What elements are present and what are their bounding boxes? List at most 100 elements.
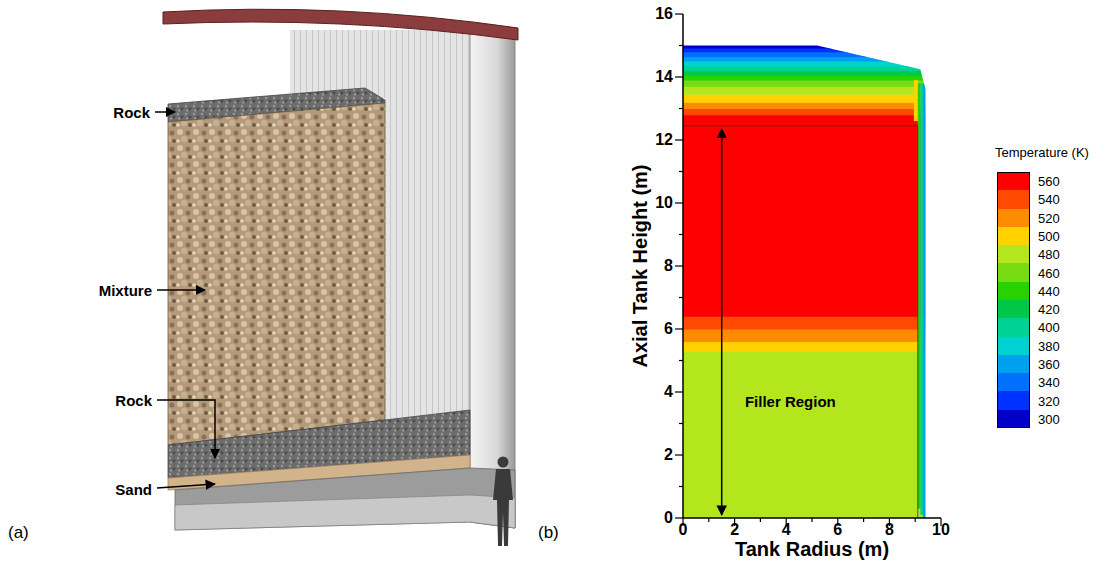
axis-tick: 6: [833, 522, 842, 538]
axis-tick: 8: [885, 522, 894, 538]
illustration-part: [155, 111, 175, 113]
contour-band: [683, 115, 926, 317]
legend-value: 300: [1038, 412, 1060, 425]
illustration-part: [175, 468, 515, 530]
filler-arrow: [721, 129, 723, 515]
contour-band: [683, 61, 926, 66]
illustration-part: [163, 9, 518, 40]
layer-label: Rock: [115, 393, 152, 408]
axis-tick: 6: [664, 321, 673, 337]
illustration-part: [168, 103, 385, 445]
color-swatch: [997, 318, 1030, 337]
contour-band: [683, 86, 926, 94]
axis-tick: 4: [664, 384, 673, 400]
tick: [679, 486, 683, 487]
color-swatch: [997, 172, 1030, 191]
axis-tick: 0: [679, 522, 688, 538]
color-swatch: [997, 355, 1030, 374]
panel-letter: (b): [538, 524, 559, 541]
tick: [679, 360, 683, 361]
legend-value: 480: [1038, 248, 1060, 261]
legend-value: 420: [1038, 303, 1060, 316]
tick: [679, 45, 683, 46]
illustration-part: [157, 289, 205, 291]
illustration-part: [493, 457, 513, 547]
tick: [675, 202, 683, 203]
axis-title: Tank Radius (m): [735, 539, 889, 559]
tick: [679, 423, 683, 424]
axis-tick: 2: [664, 447, 673, 463]
tick: [675, 391, 683, 392]
legend-value: 340: [1038, 376, 1060, 389]
axis-tick: 8: [664, 258, 673, 274]
contour-band: [683, 39, 926, 48]
contour-band: [683, 94, 926, 102]
region-label: Filler Region: [745, 394, 836, 409]
tick: [915, 518, 916, 522]
legend-value: 560: [1038, 175, 1060, 188]
legend-value: 380: [1038, 339, 1060, 352]
wall-contour: [914, 80, 918, 121]
legend-value: 520: [1038, 211, 1060, 224]
tick: [863, 518, 864, 522]
wall-contour: [923, 83, 926, 518]
temperature-field: [683, 39, 926, 518]
axis-tick: 16: [655, 6, 673, 22]
illustration-part: [157, 400, 215, 458]
axis-title: Axial Tank Height (m): [630, 165, 650, 368]
color-swatch: [997, 263, 1030, 282]
axis-tick: 12: [655, 132, 673, 148]
wall-contour: [920, 83, 923, 515]
wall-contour: [918, 83, 921, 508]
legend-value: 400: [1038, 321, 1060, 334]
contour-band: [683, 329, 926, 342]
filler-boundary: [683, 126, 918, 518]
contour-band: [683, 109, 926, 116]
color-swatch: [997, 227, 1030, 246]
layer-label: Rock: [113, 105, 150, 120]
axis-tick: 14: [655, 69, 673, 85]
tick: [675, 265, 683, 266]
legend-value: 440: [1038, 284, 1060, 297]
legend-value: 360: [1038, 358, 1060, 371]
tick: [811, 518, 812, 522]
color-swatch: [997, 245, 1030, 264]
contour-band: [683, 80, 926, 87]
color-swatch: [997, 282, 1030, 301]
layer-label: Mixture: [99, 283, 152, 298]
contour-band: [683, 75, 926, 80]
tick: [679, 171, 683, 172]
color-swatch: [997, 190, 1030, 209]
contour-band: [683, 57, 926, 62]
tick: [679, 297, 683, 298]
axis-tick: 10: [932, 522, 950, 538]
tick: [679, 108, 683, 109]
tick: [675, 76, 683, 77]
illustration-part: [175, 495, 515, 530]
axis-tick: 2: [730, 522, 739, 538]
color-swatch: [997, 391, 1030, 410]
contour-band: [683, 48, 926, 52]
color-swatch: [997, 300, 1030, 319]
axes: [683, 14, 941, 518]
tick: [760, 518, 761, 522]
contour-band: [683, 71, 926, 76]
legend-value: 500: [1038, 230, 1060, 243]
tick: [675, 454, 683, 455]
tick: [675, 13, 683, 14]
tick: [708, 518, 709, 522]
legend-value: 460: [1038, 266, 1060, 279]
color-swatch: [997, 373, 1030, 392]
legend-title: Temperature (K): [995, 146, 1089, 159]
axis-tick: 10: [655, 195, 673, 211]
color-swatch: [997, 337, 1030, 356]
axis-tick: 4: [782, 522, 791, 538]
tick: [675, 139, 683, 140]
color-swatch: [997, 410, 1030, 429]
tick: [679, 234, 683, 235]
legend-value: 540: [1038, 193, 1060, 206]
contour-band: [683, 66, 926, 71]
contour-band: [683, 316, 926, 329]
